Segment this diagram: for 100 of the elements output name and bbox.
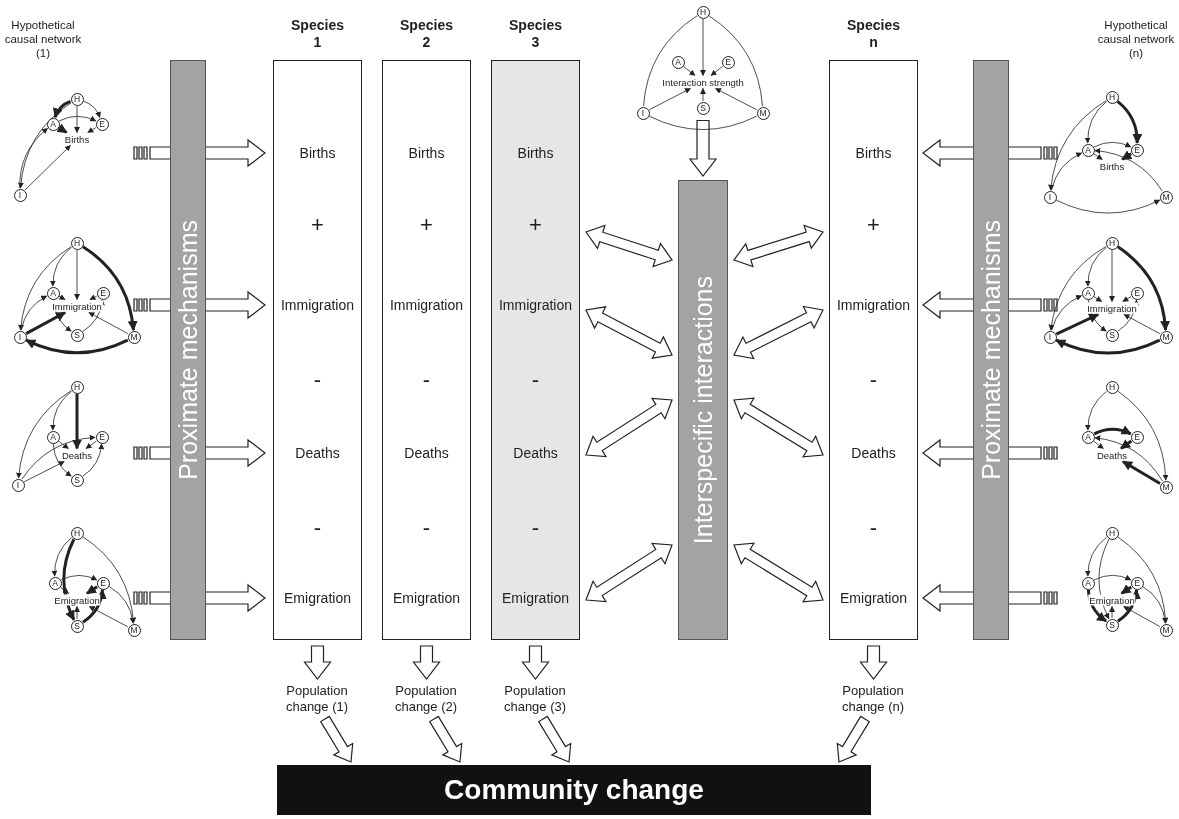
node-circle: A xyxy=(1081,286,1095,300)
arrow xyxy=(1055,338,1161,355)
node-circle: I xyxy=(13,188,27,202)
node-circle: I xyxy=(11,478,25,492)
node-circle: H xyxy=(696,5,710,19)
band-label: Community change xyxy=(444,774,704,806)
arrow xyxy=(1120,584,1133,595)
node-label: Deaths xyxy=(1095,449,1129,461)
column-title: Species 3 xyxy=(509,17,562,51)
operator-sign: - xyxy=(422,369,431,391)
node-circle: A xyxy=(1081,143,1095,157)
arrow xyxy=(56,123,68,134)
arrow xyxy=(1122,460,1161,485)
node-circle: M xyxy=(127,623,141,637)
rate-label: Immigration xyxy=(274,293,361,317)
rate-label: Births xyxy=(383,141,470,165)
arrow xyxy=(25,311,66,335)
node-circle: S xyxy=(70,473,84,487)
operator-sign: - xyxy=(531,369,540,391)
node-circle: E xyxy=(96,286,110,300)
operator-sign: - xyxy=(869,517,878,539)
node-circle: M xyxy=(756,106,770,120)
node-circle: A xyxy=(46,286,60,300)
rate-label: Deaths xyxy=(492,441,579,465)
node-circle: H xyxy=(1105,90,1119,104)
node-label: Births xyxy=(1098,160,1126,172)
arrow xyxy=(89,294,98,300)
operator-sign: + xyxy=(867,214,880,236)
node-label: Deaths xyxy=(60,449,94,461)
node-circle: M xyxy=(1159,623,1173,637)
node-circle: I xyxy=(1043,330,1057,344)
node-circle: E xyxy=(721,55,735,69)
node-circle: E xyxy=(1130,576,1144,590)
arrow xyxy=(60,586,70,594)
node-label: Immigration xyxy=(1086,302,1138,314)
rate-label: Deaths xyxy=(830,441,917,465)
node-circle: E xyxy=(95,117,109,131)
arrow xyxy=(25,338,129,355)
population-label: Population change (2) xyxy=(378,683,474,715)
mechanism-bar xyxy=(678,180,728,640)
arrow xyxy=(87,127,97,133)
rate-label: Emigration xyxy=(830,586,917,610)
node-circle: H xyxy=(1105,526,1119,540)
node-circle: M xyxy=(1159,480,1173,494)
rate-label: Births xyxy=(830,141,917,165)
operator-sign: + xyxy=(529,214,542,236)
node-circle: H xyxy=(70,380,84,394)
population-label: Population change (1) xyxy=(269,683,365,715)
node-circle: H xyxy=(70,92,84,106)
arrow xyxy=(1121,150,1133,161)
node-circle: S xyxy=(1105,328,1119,342)
population-label: Population change (3) xyxy=(487,683,583,715)
arrow xyxy=(82,245,138,331)
node-circle: A xyxy=(46,117,60,131)
connector-line xyxy=(648,115,758,130)
node-circle: E xyxy=(96,576,110,590)
rate-label: Emigration xyxy=(383,586,470,610)
arrow xyxy=(72,394,82,450)
node-circle: M xyxy=(127,330,141,344)
rate-label: Deaths xyxy=(274,441,361,465)
rate-label: Births xyxy=(274,141,361,165)
column-title: Species 1 xyxy=(291,17,344,51)
node-circle: H xyxy=(1105,380,1119,394)
node-label: Emigration xyxy=(53,594,101,606)
node-circle: A xyxy=(46,430,60,444)
operator-sign: - xyxy=(869,369,878,391)
arrow xyxy=(1116,100,1143,144)
node-circle: E xyxy=(1130,143,1144,157)
connector-line xyxy=(643,15,698,107)
mechanism-bar xyxy=(973,60,1009,640)
node-circle: E xyxy=(1130,430,1144,444)
arrow xyxy=(1093,425,1132,436)
node-circle: S xyxy=(1105,618,1119,632)
node-circle: I xyxy=(636,106,650,120)
connector-line xyxy=(708,15,763,107)
node-circle: M xyxy=(1159,330,1173,344)
arrow xyxy=(1055,313,1099,336)
node-label: Immigration xyxy=(51,300,103,312)
node-circle: H xyxy=(1105,236,1119,250)
rate-label: Immigration xyxy=(383,293,470,317)
arrow xyxy=(1093,296,1103,302)
node-circle: H xyxy=(70,236,84,250)
network-caption: Hypothetical causal network (1) xyxy=(3,18,83,60)
arrow xyxy=(1120,439,1133,450)
arrow xyxy=(82,589,107,624)
node-circle: H xyxy=(70,526,84,540)
arrow xyxy=(1117,589,1141,623)
mechanism-bar xyxy=(170,60,206,640)
node-circle: S xyxy=(70,328,84,342)
arrow xyxy=(62,538,76,621)
node-label: Interaction strength xyxy=(661,76,745,88)
result-band xyxy=(277,765,871,815)
column-title: Species 2 xyxy=(400,17,453,51)
operator-sign: - xyxy=(313,369,322,391)
column-title: Species n xyxy=(847,17,900,51)
node-label: Births xyxy=(63,133,91,145)
node-circle: E xyxy=(1130,286,1144,300)
operator-sign: - xyxy=(531,517,540,539)
bar-label: Proximate mechanisms xyxy=(173,220,203,480)
rate-label: Emigration xyxy=(274,586,361,610)
